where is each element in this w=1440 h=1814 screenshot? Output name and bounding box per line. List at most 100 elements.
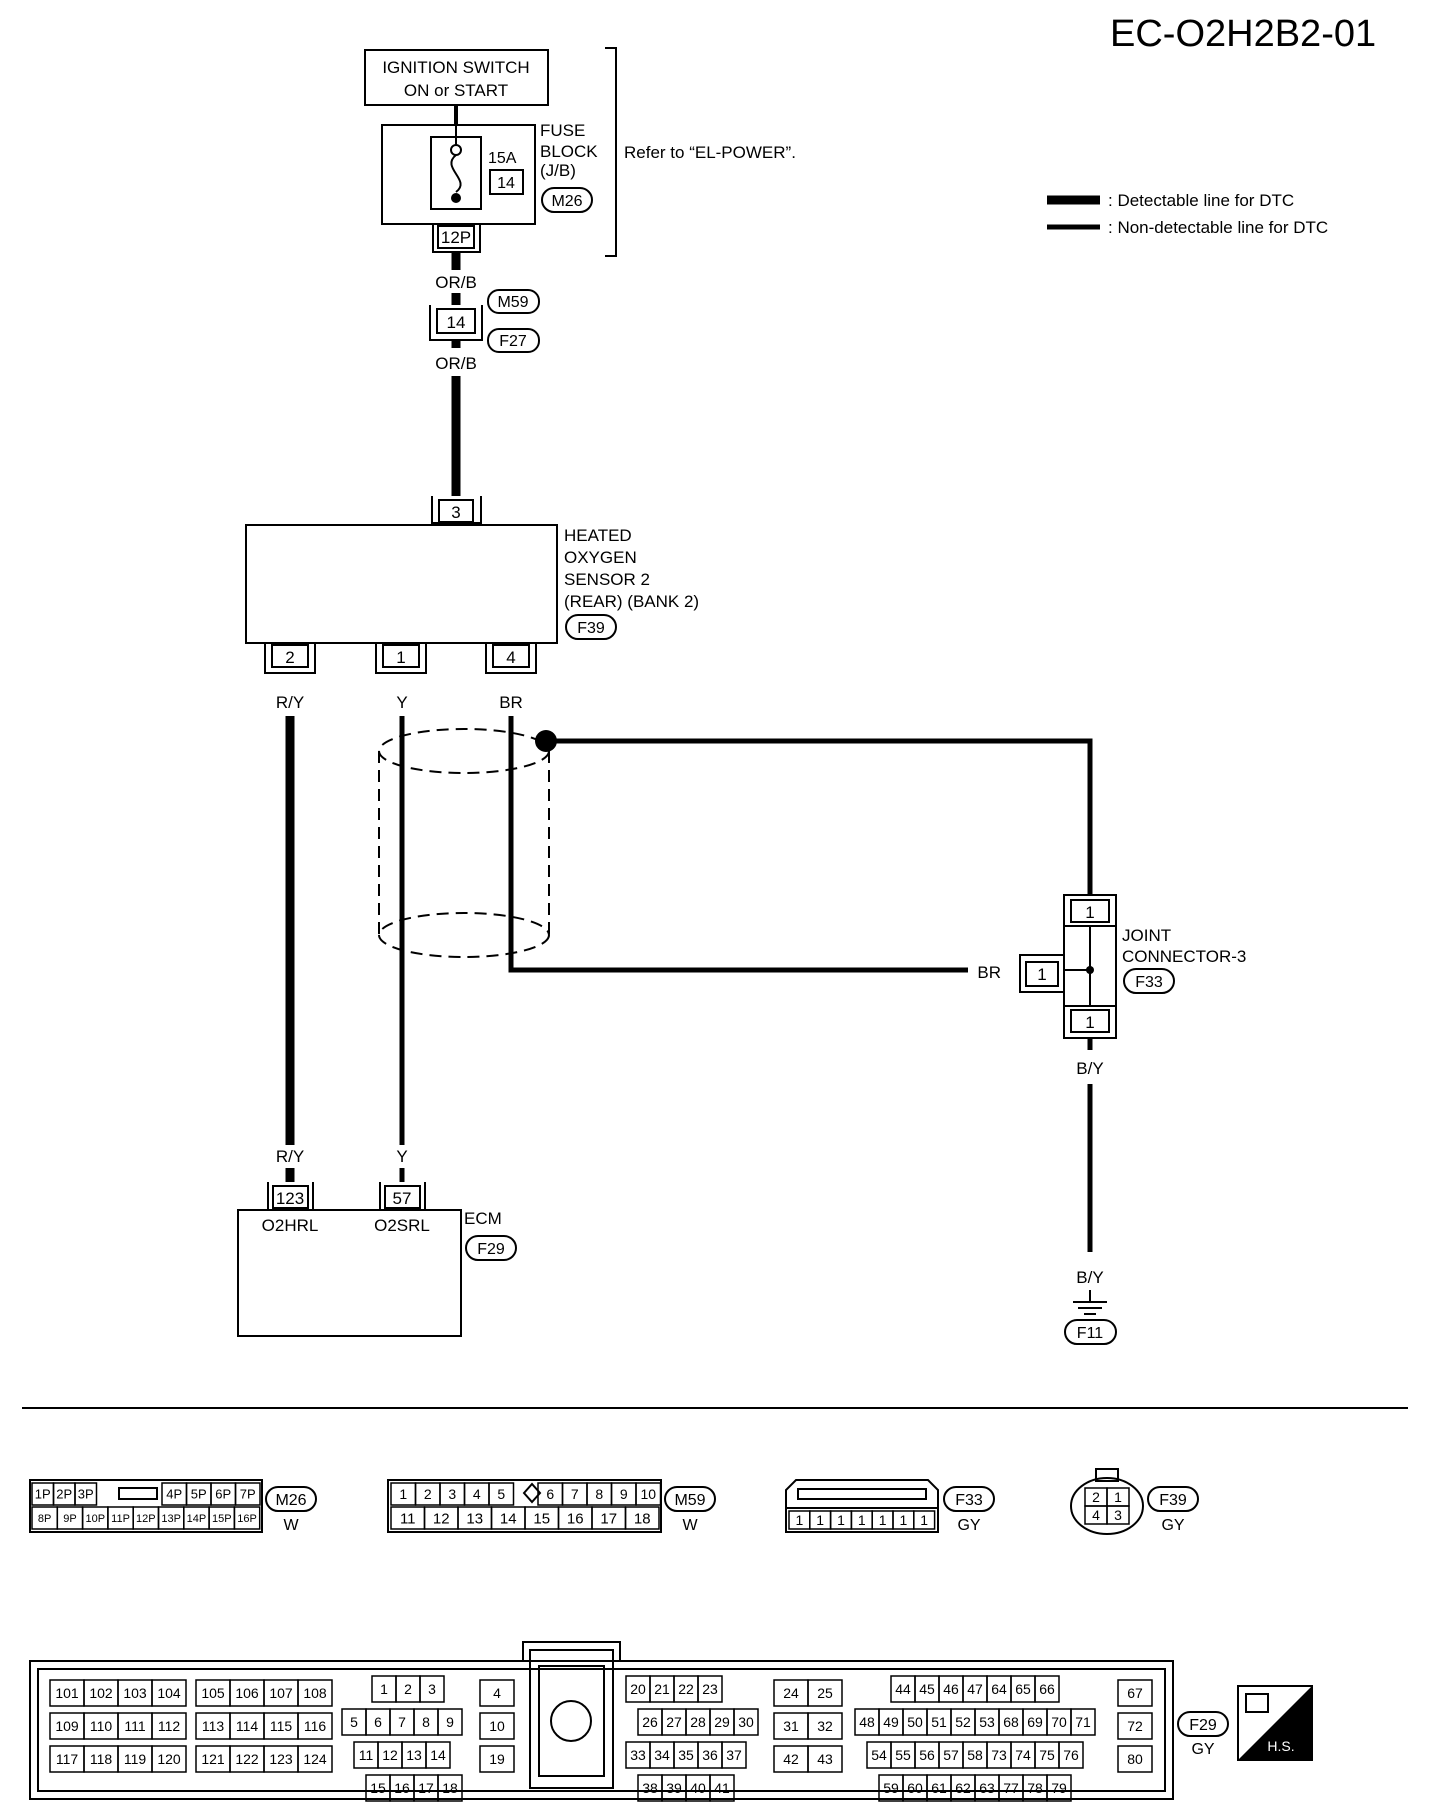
pin-number: 106: [235, 1685, 259, 1701]
pin-number: 75: [1039, 1747, 1055, 1763]
pin-number: 114: [236, 1718, 259, 1734]
pin-number: 2: [1092, 1489, 1100, 1505]
pin-number: 1: [837, 1512, 845, 1528]
ignition-switch-state: ON or START: [404, 81, 508, 100]
joint-pin-top: 1: [1085, 903, 1094, 922]
pin-number: 6P: [215, 1487, 231, 1502]
f29-name: F29: [1189, 1717, 1217, 1734]
fuse-connector-badge: [541, 187, 593, 213]
pin-cell: [1058, 1741, 1084, 1769]
pin-number: 115: [270, 1718, 293, 1734]
ecm-label: ECM: [464, 1209, 502, 1228]
pin-number: 14P: [187, 1513, 207, 1525]
pin-number: 77: [1003, 1780, 1019, 1796]
pin-cell: [479, 1745, 515, 1773]
pin-number: 2: [404, 1681, 412, 1697]
pin-number: 16: [394, 1780, 410, 1796]
pin-number: 58: [967, 1747, 983, 1763]
pin-cell: [733, 1708, 759, 1736]
fuse-block: 15A 14 FUSE BLOCK (J/B) M26 12P: [381, 121, 598, 253]
pin-cell: [425, 1741, 451, 1769]
pin-number: 67: [1127, 1685, 1143, 1701]
pin-number: 71: [1075, 1714, 1091, 1730]
pin-number: 28: [690, 1714, 706, 1730]
sensor-pin-4: 4: [506, 648, 515, 667]
pin-number: 5: [497, 1486, 505, 1502]
sensor-label-2: OXYGEN: [564, 548, 637, 567]
pin-number: 120: [157, 1751, 181, 1767]
pin-number: 12: [433, 1510, 450, 1527]
pin-number: 2P: [56, 1487, 72, 1502]
pin-number: 1: [1114, 1489, 1122, 1505]
pin-number: 68: [1003, 1714, 1019, 1730]
pin-cell: [74, 1482, 98, 1506]
pin-number: 112: [158, 1718, 181, 1734]
pin-number: 14: [430, 1747, 446, 1763]
pin-cell: [721, 1741, 747, 1769]
pin-number: 4: [473, 1486, 481, 1502]
pin-number: 3: [1114, 1507, 1122, 1523]
legend-detectable-label: : Detectable line for DTC: [1108, 191, 1294, 210]
pin-number: 116: [304, 1718, 327, 1734]
ecm: 123 57 O2HRL O2SRL ECM F29: [237, 1182, 517, 1337]
f29-color: GY: [1191, 1741, 1214, 1758]
sensor-label-4: (REAR) (BANK 2): [564, 592, 699, 611]
pin-number: 17: [600, 1510, 617, 1527]
junction-connector-top: M59: [497, 294, 528, 311]
fuse-terminal: 12P: [441, 228, 471, 247]
pin-number: 52: [955, 1714, 971, 1730]
pin-number: 10: [489, 1718, 505, 1734]
pin-number: 123: [269, 1751, 293, 1767]
pin-cell: [1046, 1774, 1072, 1802]
pin-number: 1: [920, 1512, 928, 1528]
pin-cell: [479, 1712, 515, 1740]
pin-cell: [635, 1482, 662, 1506]
pin-number: 62: [955, 1780, 971, 1796]
pin-number: 13: [406, 1747, 422, 1763]
pin-number: 30: [738, 1714, 754, 1730]
pin-number: 37: [726, 1747, 742, 1763]
pin-number: 13P: [161, 1513, 181, 1525]
pin-number: 24: [783, 1685, 799, 1701]
pin-number: 47: [967, 1681, 983, 1697]
pin-number: 5P: [191, 1487, 207, 1502]
fuse-connector: M26: [551, 193, 582, 210]
pin-number: 46: [943, 1681, 959, 1697]
pin-number: 11P: [111, 1513, 130, 1525]
pin-number: 40: [690, 1780, 706, 1796]
junction-connector-bottom: F27: [499, 333, 527, 350]
pin-number: 21: [654, 1681, 670, 1697]
wire-color-b-y-2: B/Y: [1076, 1268, 1103, 1287]
pin-number: 72: [1127, 1718, 1143, 1734]
pin-number: 10P: [85, 1513, 105, 1525]
pin-number: 34: [654, 1747, 670, 1763]
pin-cell: [437, 1774, 463, 1802]
ignition-switch-label: IGNITION SWITCH: [382, 58, 529, 77]
pin-number: 4: [1092, 1507, 1100, 1523]
pin-number: 7: [571, 1486, 579, 1502]
pin-number: 78: [1027, 1780, 1043, 1796]
pin-number: 26: [642, 1714, 658, 1730]
pin-number: 38: [642, 1780, 658, 1796]
wire-br: [508, 716, 968, 973]
wire-color-br-1: BR: [499, 693, 523, 712]
pin-number: 9P: [63, 1513, 76, 1525]
pin-number: 48: [859, 1714, 875, 1730]
pin-cell: [807, 1712, 843, 1740]
pin-cell: [697, 1675, 723, 1703]
wire-color-r-y-1: R/Y: [276, 693, 304, 712]
m26-name: M26: [275, 1492, 306, 1509]
sensor-pin-1: 1: [396, 648, 405, 667]
ecm-pin-57: 57: [393, 1189, 412, 1208]
wire-color-r-y-2: R/Y: [276, 1147, 304, 1166]
pin-cell: [479, 1679, 515, 1707]
pin-number: 79: [1051, 1780, 1067, 1796]
pin-number: 20: [630, 1681, 646, 1697]
pin-number: 25: [817, 1685, 833, 1701]
refer-note: Refer to “EL-POWER”.: [624, 143, 796, 162]
joint-pin-side: 1: [1037, 965, 1046, 984]
pin-number: 14: [500, 1510, 517, 1527]
pin-cell: [151, 1712, 187, 1740]
ground-connector: F11: [1077, 1325, 1103, 1342]
